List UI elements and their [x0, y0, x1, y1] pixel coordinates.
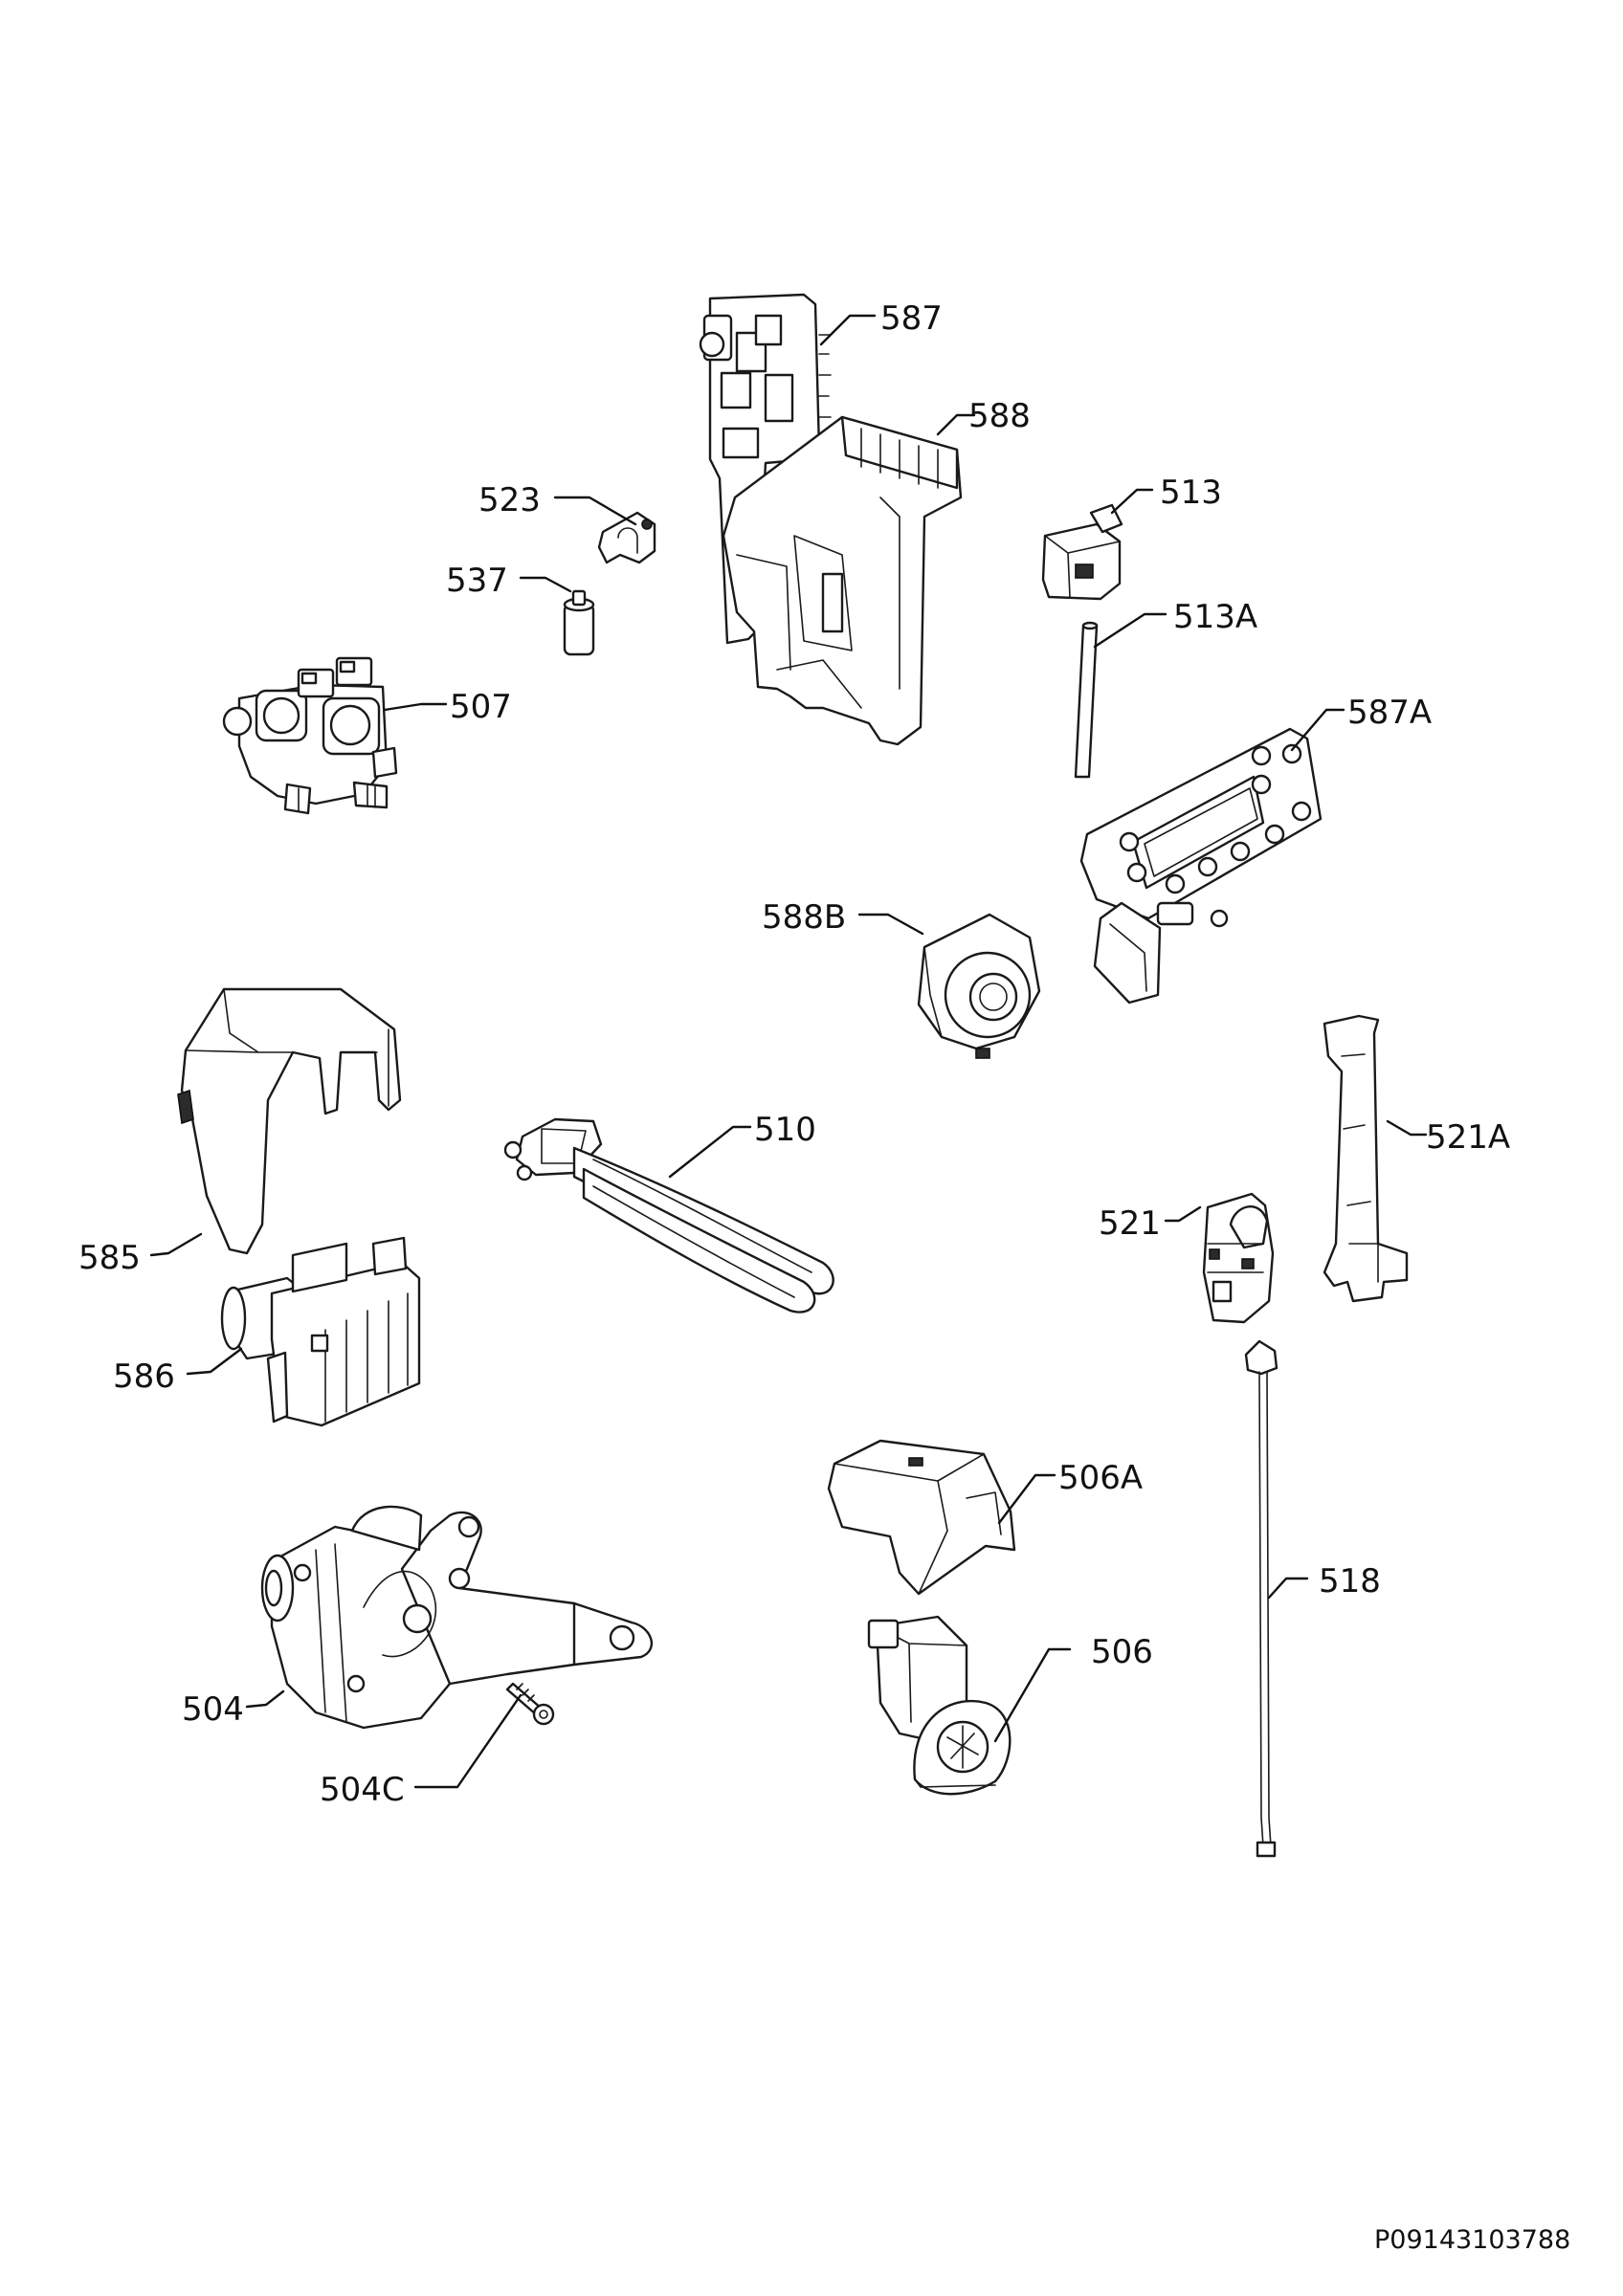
- callout-537: 537: [446, 562, 508, 600]
- part-585-cover: [177, 987, 402, 1255]
- callout-labels: 587 588 523 537 507 513 513A 587A 588B 5…: [78, 299, 1510, 1809]
- leader-588B: [857, 913, 924, 936]
- callout-521: 521: [1099, 1204, 1161, 1243]
- leader-587A: [1290, 708, 1345, 752]
- part-587A-control-board: [1079, 727, 1323, 1004]
- callout-521A: 521A: [1426, 1118, 1510, 1157]
- leader-506A: [997, 1473, 1056, 1525]
- part-523-clip: [597, 511, 656, 564]
- callout-504: 504: [182, 1690, 244, 1729]
- callout-513A: 513A: [1173, 598, 1257, 636]
- callout-510: 510: [754, 1111, 816, 1149]
- leader-507: [383, 702, 448, 712]
- leader-513: [1110, 488, 1154, 515]
- callout-513: 513: [1160, 474, 1222, 512]
- part-588-board-housing: [722, 415, 963, 746]
- leader-537: [519, 576, 572, 593]
- leader-521A: [1386, 1119, 1428, 1137]
- leader-521: [1164, 1205, 1202, 1223]
- callout-506: 506: [1091, 1633, 1153, 1671]
- leader-513A: [1093, 612, 1167, 649]
- leader-506: [993, 1647, 1072, 1743]
- callout-523: 523: [478, 481, 541, 519]
- callout-586: 586: [113, 1358, 175, 1396]
- leader-523: [553, 496, 637, 526]
- leader-585: [149, 1232, 203, 1257]
- leader-588: [936, 413, 976, 436]
- part-513A-tube: [1074, 621, 1099, 779]
- part-588B-pressure-switch: [917, 913, 1041, 1059]
- part-586-motor-controller: [220, 1236, 421, 1427]
- callout-587: 587: [880, 299, 943, 338]
- part-521A-lock-bracket: [1323, 1014, 1409, 1303]
- part-504C-screw: [505, 1682, 555, 1726]
- leader-504C: [413, 1693, 522, 1789]
- callout-588: 588: [968, 397, 1031, 435]
- leader-510: [668, 1125, 752, 1179]
- callout-506A: 506A: [1058, 1459, 1143, 1497]
- part-510-heating-element: [503, 1117, 834, 1314]
- part-518-wire-harness: [1244, 1339, 1278, 1858]
- callout-588B: 588B: [762, 898, 846, 937]
- part-506A-pump-cover: [827, 1439, 1016, 1596]
- part-521-door-lock: [1202, 1192, 1275, 1324]
- callout-518: 518: [1319, 1562, 1381, 1601]
- leader-587: [819, 314, 877, 346]
- part-507-inlet-valve: [222, 656, 398, 815]
- part-504-motor: [260, 1505, 653, 1730]
- document-reference: P09143103788: [1374, 2225, 1570, 2255]
- callout-504C: 504C: [320, 1771, 405, 1809]
- part-537-capacitor: [563, 589, 595, 656]
- control-knobs: [1119, 743, 1312, 894]
- leader-518: [1267, 1577, 1309, 1600]
- leader-504: [245, 1689, 285, 1709]
- callout-507: 507: [450, 688, 512, 726]
- leader-lines: [149, 314, 1428, 1789]
- leader-586: [186, 1347, 243, 1376]
- callout-587A: 587A: [1347, 694, 1432, 732]
- callout-585: 585: [78, 1239, 141, 1277]
- part-506-drain-pump: [867, 1615, 1012, 1796]
- part-513-relay: [1041, 503, 1123, 601]
